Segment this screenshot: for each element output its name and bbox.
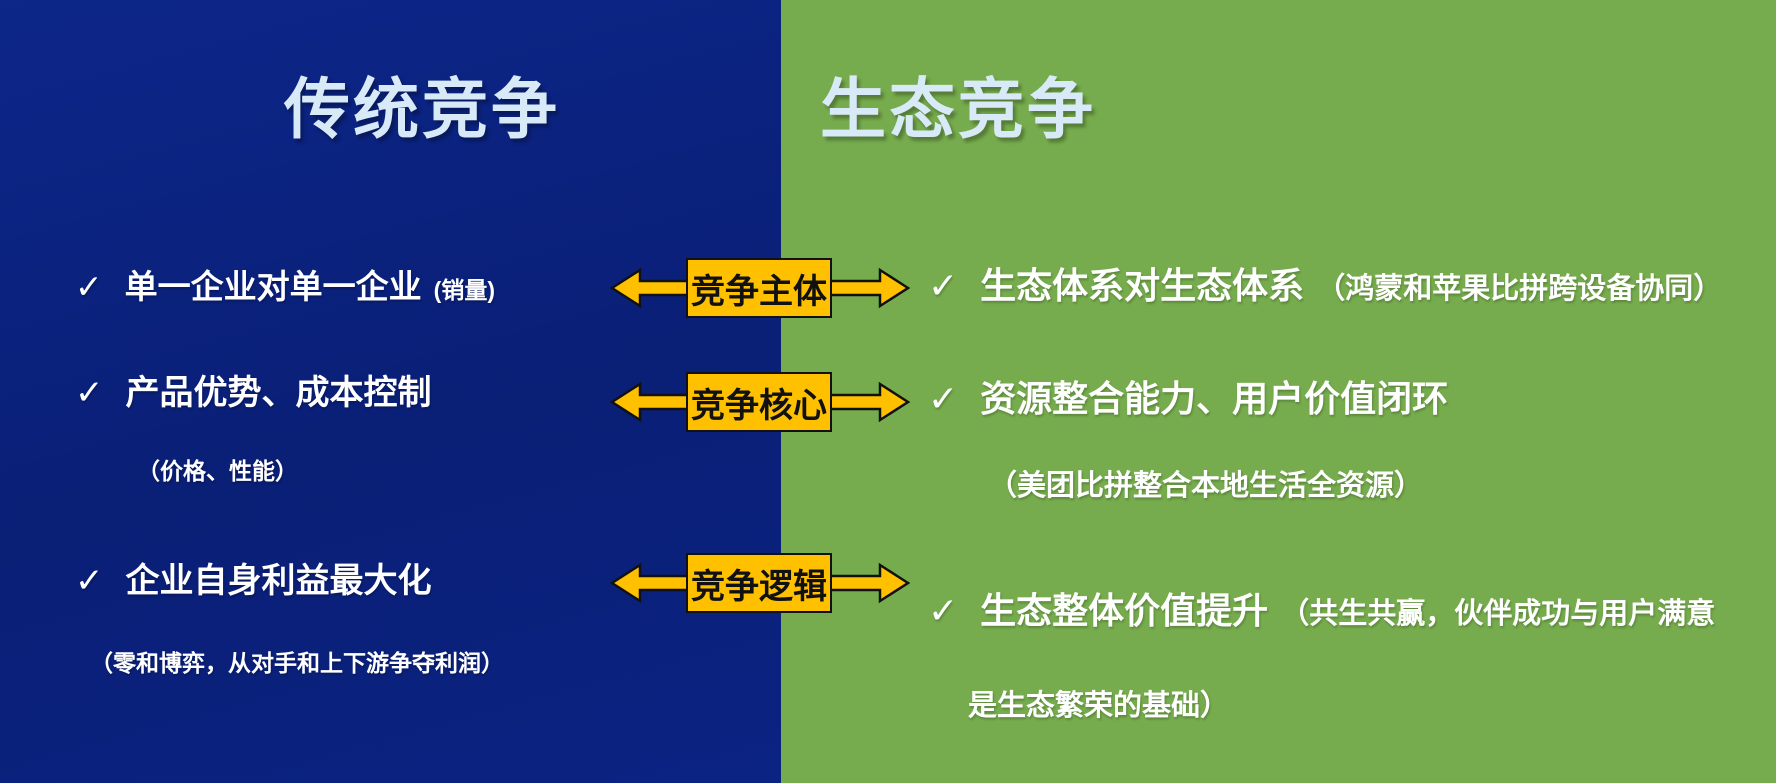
traditional-competition-panel — [0, 0, 781, 783]
check-icon: ✓ — [928, 590, 959, 631]
left-item-competition-core: ✓ 产品优势、成本控制 — [75, 374, 432, 413]
right-item-2-note: （美团比拼整合本地生活全资源） — [988, 470, 1424, 502]
right-item-competition-subject: ✓ 生态体系对生态体系 （鸿蒙和苹果比拼跨设备协同） — [928, 265, 1722, 306]
left-item-1-text: 单一企业对单一企业 — [124, 268, 422, 305]
right-item-competition-logic: ✓ 生态整体价值提升 （共生共赢，伙伴成功与用户满意 — [928, 590, 1715, 631]
arrow-right-icon — [824, 562, 910, 604]
check-icon: ✓ — [75, 374, 104, 412]
right-item-2-text: 资源整合能力、用户价值闭环 — [980, 378, 1449, 419]
arrow-left-icon — [610, 562, 690, 604]
ecosystem-competition-panel — [781, 0, 1776, 783]
left-item-3-note: （零和博弈，从对手和上下游争夺利润） — [90, 650, 504, 676]
left-panel-title: 传统竞争 — [284, 72, 560, 146]
left-item-3-text: 企业自身利益最大化 — [125, 562, 432, 600]
arrow-right-icon — [824, 381, 910, 423]
connector-label-core: 竞争核心 — [686, 372, 832, 432]
right-item-3-note-line2: 是生态繁荣的基础） — [968, 690, 1230, 722]
right-item-1-note: （鸿蒙和苹果比拼跨设备协同） — [1316, 273, 1723, 305]
left-item-2-text: 产品优势、成本控制 — [125, 374, 432, 412]
right-panel-title: 生态竞争 — [820, 72, 1096, 146]
right-item-3-note-line1: （共生共赢，伙伴成功与用户满意 — [1280, 598, 1716, 630]
check-icon: ✓ — [928, 378, 959, 419]
connector-label-subject: 竞争主体 — [686, 258, 832, 318]
arrow-right-icon — [824, 267, 910, 309]
left-item-2-note: （价格、性能） — [137, 458, 298, 484]
connector-label-logic: 竞争逻辑 — [686, 553, 832, 613]
right-item-3-text: 生态整体价值提升 — [980, 590, 1269, 631]
check-icon: ✓ — [75, 562, 104, 600]
arrow-left-icon — [610, 267, 690, 309]
check-icon: ✓ — [928, 265, 959, 306]
left-item-competition-logic: ✓ 企业自身利益最大化 — [75, 562, 432, 601]
left-item-1-note: (销量) — [433, 277, 495, 303]
arrow-left-icon — [610, 381, 690, 423]
check-icon: ✓ — [75, 268, 103, 305]
left-item-competition-subject: ✓ 单一企业对单一企业 (销量) — [75, 268, 495, 306]
right-item-1-text: 生态体系对生态体系 — [980, 265, 1305, 306]
right-item-competition-core: ✓ 资源整合能力、用户价值闭环 — [928, 378, 1448, 419]
